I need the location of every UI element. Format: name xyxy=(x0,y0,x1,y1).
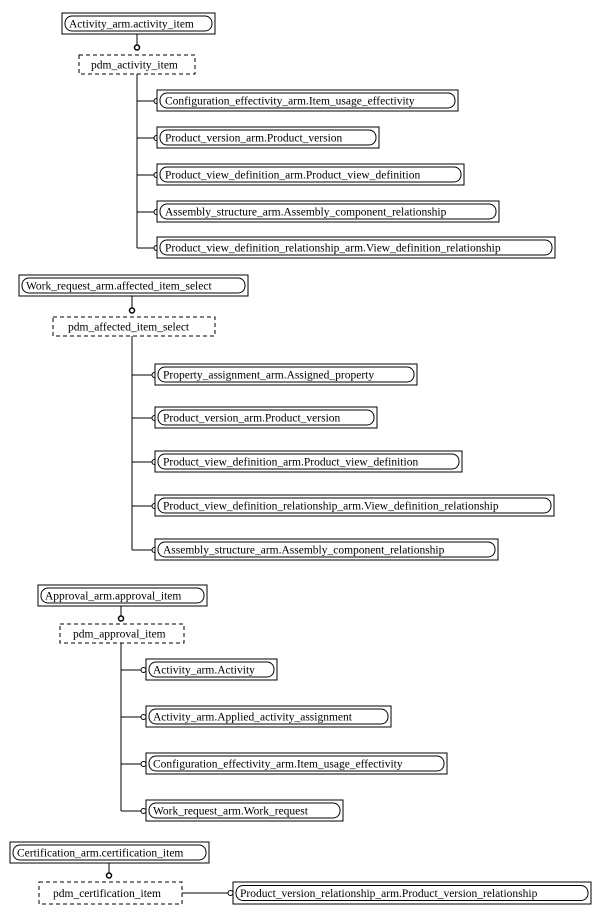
select-type-pdm-approval-item[interactable]: pdm_approval_item xyxy=(73,629,166,641)
parent-entity-approval-item[interactable]: Approval_arm.approval_item xyxy=(45,591,181,603)
item-entity[interactable]: Configuration_effectivity_arm.Item_usage… xyxy=(165,96,415,108)
group-certification-item: Certification_arm.certification_item pdm… xyxy=(9,841,592,905)
item-entity[interactable]: Assembly_structure_arm.Assembly_componen… xyxy=(163,545,445,557)
item-entity[interactable]: Product_view_definition_relationship_arm… xyxy=(163,501,499,513)
select-type-pdm-certification-item[interactable]: pdm_certification_item xyxy=(53,888,161,900)
item-entity[interactable]: Product_version_relationship_arm.Product… xyxy=(240,888,538,900)
item-entity[interactable]: Work_request_arm.Work_request xyxy=(153,806,309,818)
item-entity[interactable]: Product_version_arm.Product_version xyxy=(165,133,343,145)
select-type-pdm-activity-item[interactable]: pdm_activity_item xyxy=(91,60,178,72)
group-activity-item: Activity_arm.activity_item pdm_activity_… xyxy=(61,12,556,259)
item-entity[interactable]: Product_view_definition_arm.Product_view… xyxy=(165,170,420,182)
select-type-pdm-affected-item-select[interactable]: pdm_affected_item_select xyxy=(68,322,190,334)
item-entity[interactable]: Activity_arm.Applied_activity_assignment xyxy=(153,712,353,724)
group-affected-item-select: Work_request_arm.affected_item_select pd… xyxy=(18,274,555,561)
item-entity[interactable]: Product_version_arm.Product_version xyxy=(163,413,341,425)
item-entity[interactable]: Assembly_structure_arm.Assembly_componen… xyxy=(165,207,447,219)
item-entity[interactable]: Configuration_effectivity_arm.Item_usage… xyxy=(153,759,403,771)
item-entity[interactable]: Property_assignment_arm.Assigned_propert… xyxy=(163,370,374,382)
parent-entity-activity-item[interactable]: Activity_arm.activity_item xyxy=(69,19,194,31)
item-entity[interactable]: Activity_arm.Activity xyxy=(153,665,255,677)
group-approval-item: Approval_arm.approval_item pdm_approval_… xyxy=(37,584,448,822)
item-entity[interactable]: Product_view_definition_arm.Product_view… xyxy=(163,457,418,469)
parent-entity-affected-item-select[interactable]: Work_request_arm.affected_item_select xyxy=(26,281,212,293)
parent-entity-certification-item[interactable]: Certification_arm.certification_item xyxy=(17,848,183,860)
item-entity[interactable]: Product_view_definition_relationship_arm… xyxy=(165,243,501,255)
